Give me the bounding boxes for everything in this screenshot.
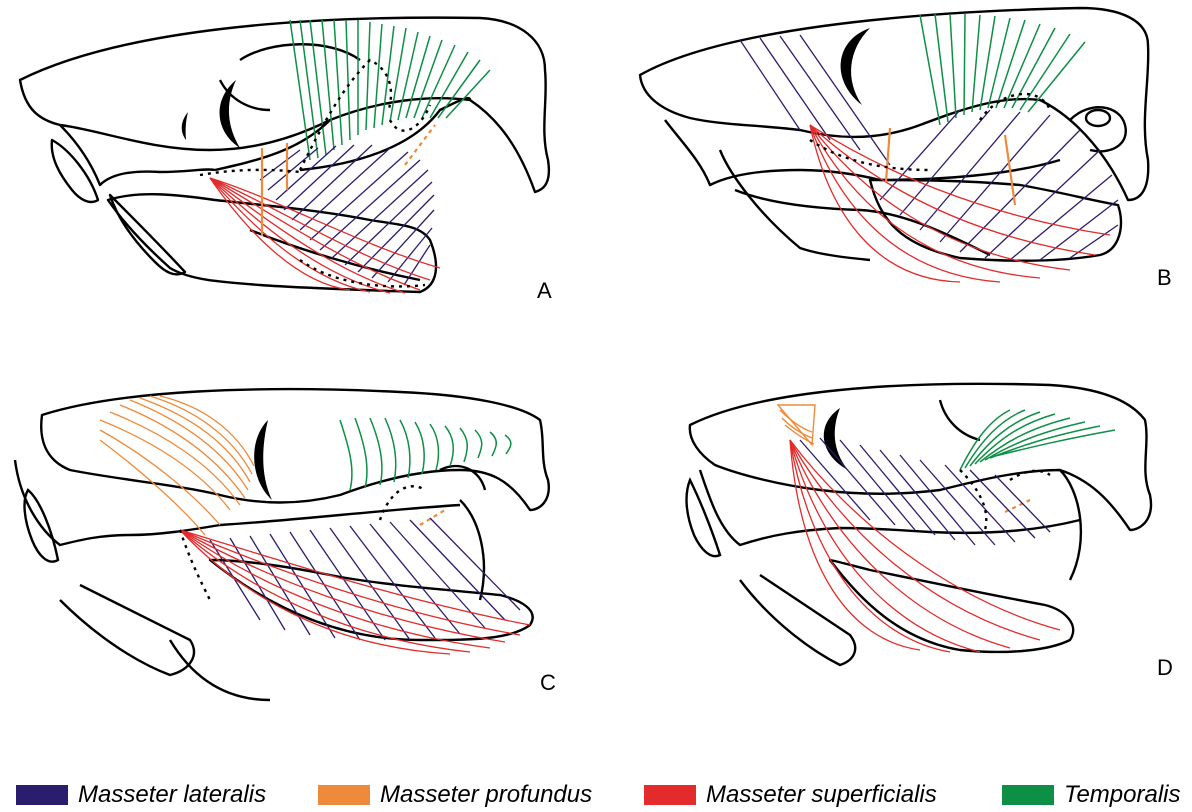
legend-item-temporalis: Temporalis [1002, 778, 1181, 812]
panel-d-temporalis [960, 410, 1115, 470]
panel-a-foramen [182, 112, 188, 140]
legend-swatch-masseter-profundus [318, 785, 370, 805]
panel-b-skull [640, 8, 1148, 261]
panel-letter-c: C [540, 670, 556, 695]
legend-item-masseter-lateralis: Masseter lateralis [16, 778, 266, 812]
legend: Masseter lateralis Masseter profundus Ma… [0, 778, 1192, 812]
panel-c-masseter-profundus [100, 396, 445, 535]
panel-letter-b: B [1157, 265, 1172, 290]
panel-b-temporalis [920, 14, 1085, 125]
panel-a-orbit-crescent [220, 80, 240, 148]
legend-item-masseter-superficialis: Masseter superficialis [644, 778, 937, 812]
panel-c-skull [15, 389, 549, 700]
panel-b-orbit-crescent [841, 28, 870, 105]
panel-a-skull [20, 18, 549, 292]
panel-c-masseter-lateralis [210, 518, 520, 640]
panel-d-masseter-superficialis [790, 440, 1060, 652]
panel-c-temporalis [340, 418, 511, 490]
legend-label: Masseter superficialis [706, 781, 937, 809]
legend-label: Masseter profundus [380, 781, 592, 809]
panel-c-orbit-crescent [254, 420, 272, 500]
legend-label: Masseter lateralis [78, 781, 266, 809]
legend-item-masseter-profundus: Masseter profundus [318, 778, 592, 812]
panel-d-skull [690, 384, 1151, 665]
panel-d-orbit-crescent [824, 408, 848, 470]
legend-label: Temporalis [1064, 781, 1181, 809]
panel-letter-a: A [537, 278, 552, 303]
panel-d-incisor-upper [687, 480, 720, 556]
legend-swatch-masseter-lateralis [16, 785, 68, 805]
legend-swatch-temporalis [1002, 785, 1054, 805]
panel-letter-d: D [1157, 655, 1173, 680]
panel-a-masseter-superficialis [210, 178, 440, 293]
legend-swatch-masseter-superficialis [644, 785, 696, 805]
panel-a-masseter-profundus [262, 125, 435, 236]
